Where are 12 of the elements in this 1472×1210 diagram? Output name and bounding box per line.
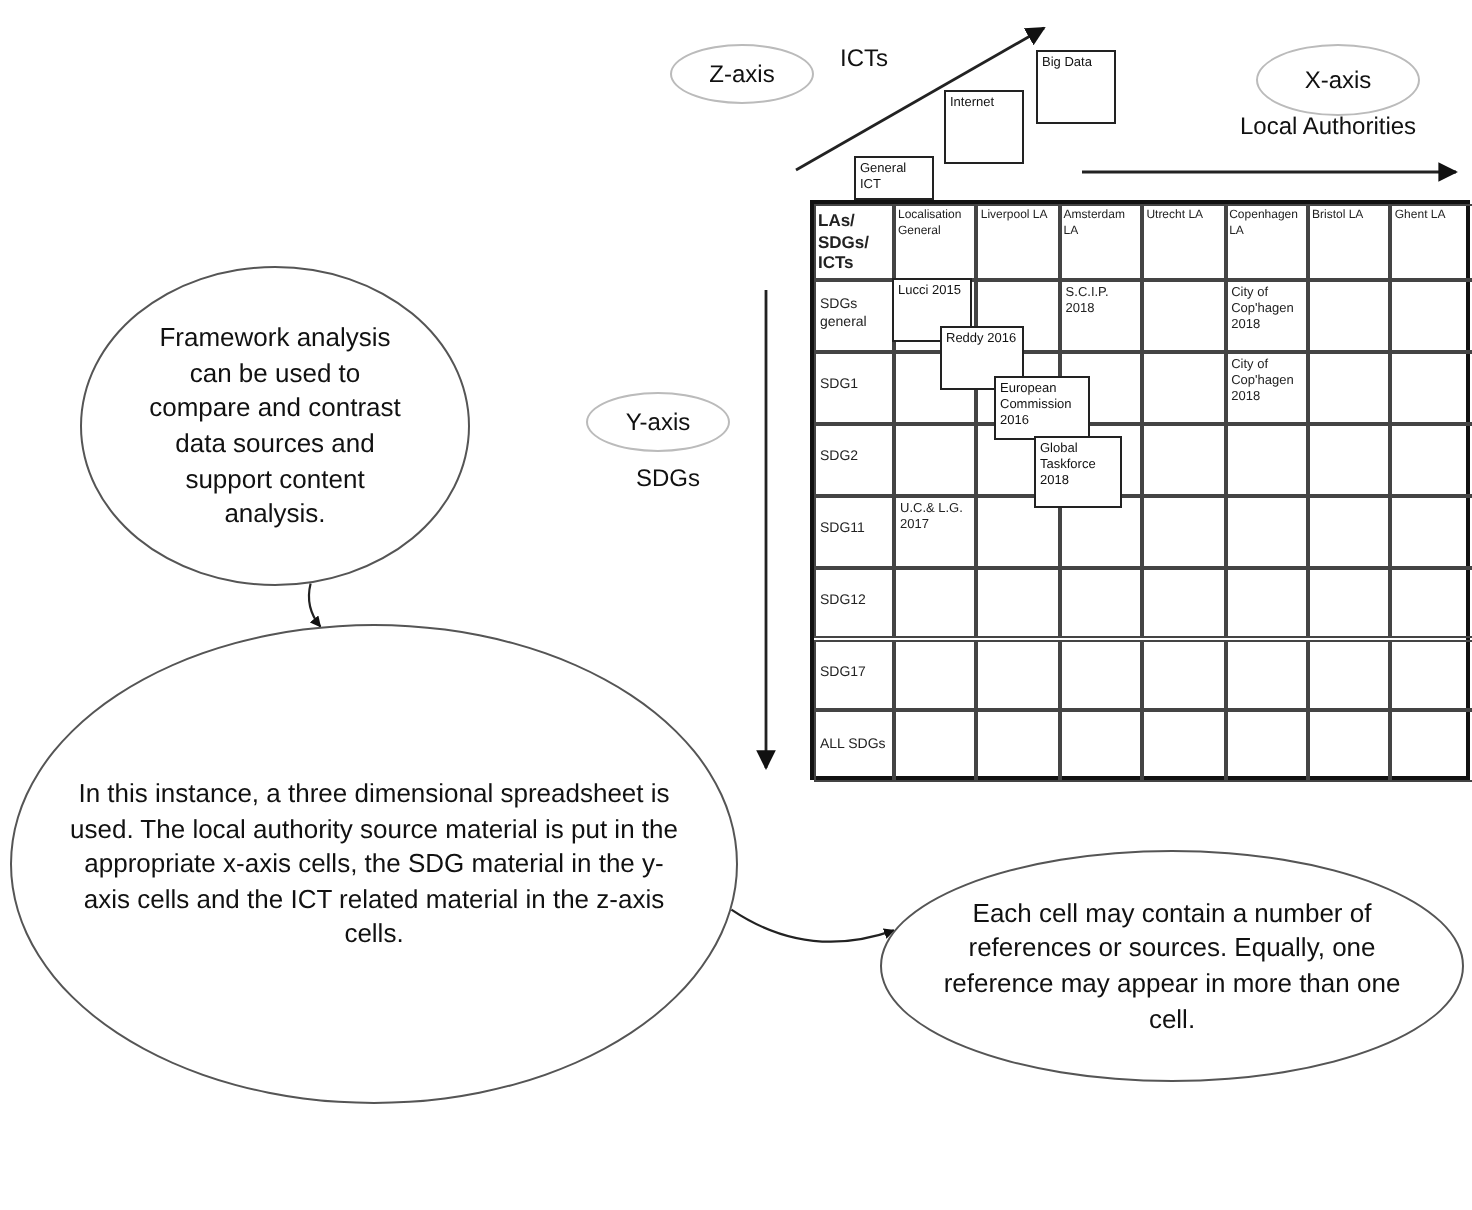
axis-label: SDGs [636,464,701,492]
axis-label: ICTs [840,44,888,72]
text-ellipse: In this instance, a three dimensional spreadsheet is used. The local authority source material is put in the appropriate x-axis cells, the SDG material in the y-axis cells and the ICT related material in the z-axis cells. [10,624,738,1104]
axis-oval: Z-axis [670,44,814,104]
axis-oval: X-axis [1256,44,1420,116]
text-ellipse: Each cell may contain a number of references or sources. Equally, one reference may appear in more than one cell. [880,850,1464,1082]
arrow [730,908,896,943]
axis-label: Local Authorities [1240,112,1417,140]
axis-oval: Y-axis [586,392,730,452]
arrow [307,583,322,628]
header-cell: LAs/ SDGs/ ICTs [814,204,894,280]
text-ellipse: Framework analysis can be used to compare and contrast data sources and support content analysis. [80,266,470,586]
